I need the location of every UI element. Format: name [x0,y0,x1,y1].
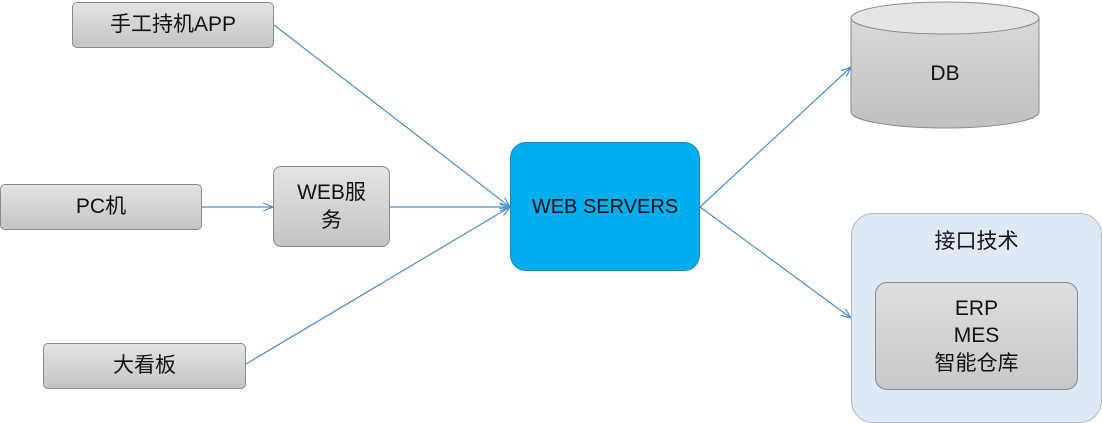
web-servers-node: WEB SERVERS [510,142,700,271]
system-warehouse-label: 智能仓库 [934,351,1019,375]
big-board-node: 大看板 [43,343,246,389]
arrow-bigboard-to-webservers [245,207,510,365]
db-cylinder [850,1,1040,129]
db-node: DB [851,36,1039,112]
web-service-node: WEB服务 [273,166,390,247]
arrow-app-to-webservers [273,24,510,207]
handheld-app-node: 手工持机APP [72,2,274,48]
interface-tech-label: 接口技术 [934,230,1019,253]
arrow-webservers-to-interface [699,206,851,318]
system-erp-label: ERP [954,297,999,321]
web-servers-label: WEB SERVERS [531,195,679,218]
big-board-label: 大看板 [113,354,176,378]
pc-node: PC机 [0,184,202,230]
arrow-webservers-to-db [699,67,851,208]
system-mes-label: MES [953,324,1000,348]
pc-label: PC机 [75,195,127,219]
db-label: DB [930,62,960,86]
systems-node: ERP MES 智能仓库 [875,282,1078,390]
web-service-label: WEB服务 [297,181,366,232]
handheld-app-label: 手工持机APP [109,13,237,37]
